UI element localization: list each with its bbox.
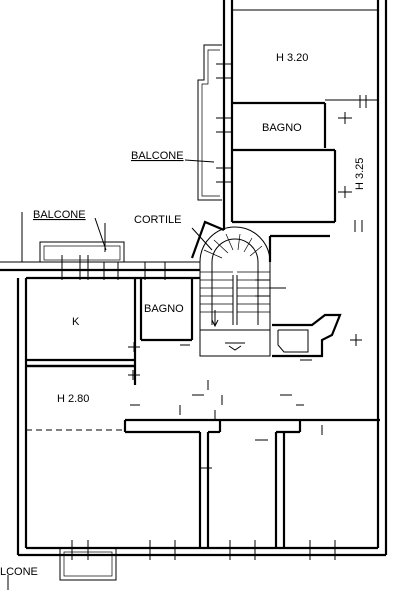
balcony-left — [39, 223, 166, 280]
label-balcone-bottom: LCONE — [0, 566, 38, 578]
label-balcone-middle: BALCONE — [131, 150, 184, 162]
label-h325: H 3.25 — [354, 158, 366, 190]
staircase — [199, 226, 271, 357]
label-bagno-top: BAGNO — [262, 122, 302, 134]
balcony-middle — [197, 44, 232, 201]
main-walls — [0, 212, 388, 557]
label-h320: H 3.20 — [276, 52, 308, 64]
balcone-middle-leader — [184, 159, 215, 163]
upper-wing-walls — [222, 0, 388, 245]
label-bagno-mid: BAGNO — [144, 303, 184, 315]
openings — [7, 342, 336, 590]
label-h280: H 2.80 — [57, 393, 89, 405]
right-middle-walls — [190, 220, 362, 361]
label-k: K — [72, 316, 80, 328]
label-balcone-left: BALCONE — [33, 209, 86, 221]
label-cortile: CORTILE — [134, 214, 181, 226]
balcone-left-leader — [94, 217, 107, 251]
